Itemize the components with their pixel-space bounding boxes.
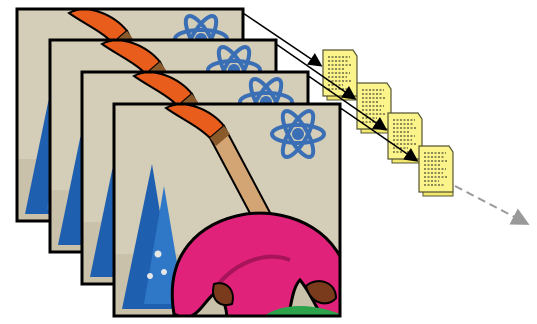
document-3 xyxy=(388,113,422,163)
text-document-icon xyxy=(357,83,391,133)
document-1 xyxy=(323,50,357,100)
frame-4 xyxy=(114,104,349,324)
text-document-icon xyxy=(388,113,422,163)
document-2 xyxy=(357,83,391,133)
text-document-icon xyxy=(419,146,453,196)
painter-mascot-frame-icon xyxy=(114,104,349,324)
document-4 xyxy=(419,146,453,196)
text-document-icon xyxy=(323,50,357,100)
continuation-arrow-icon xyxy=(455,186,526,223)
